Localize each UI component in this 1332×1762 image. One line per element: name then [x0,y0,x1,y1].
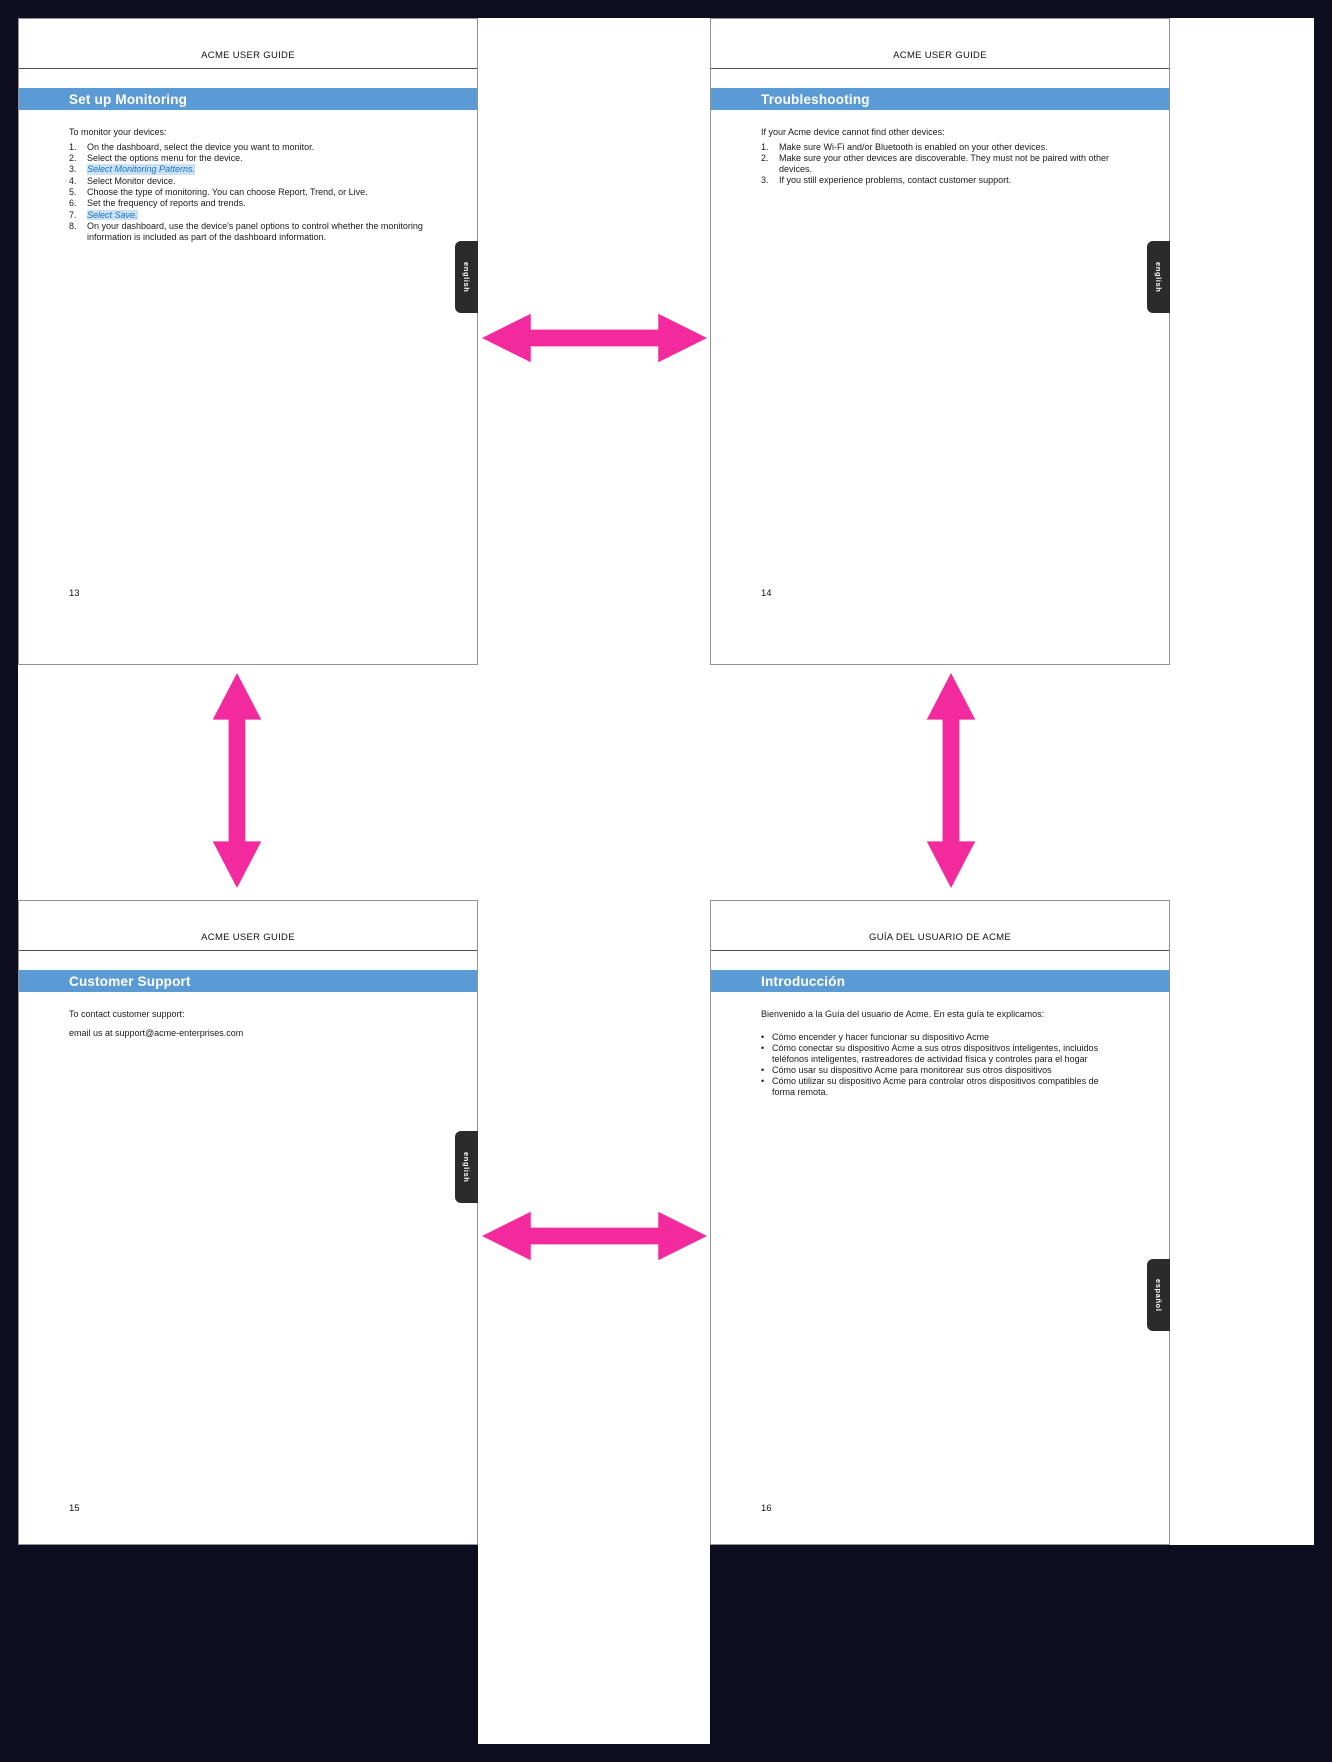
section-banner: Customer Support [19,970,477,992]
step-item: Make sure Wi-Fi and/or Bluetooth is enab… [761,142,1115,153]
section-title: Set up Monitoring [69,91,188,107]
step-item: Select Monitor device. [69,176,423,187]
bullet-text: Cómo usar su dispositivo Acme para monit… [772,1065,1052,1076]
support-intro-text: To contact customer support: [69,1009,185,1019]
running-header-text: ACME USER GUIDE [201,50,295,61]
page-body: To contact customer support: email us at… [19,992,477,1039]
page-13: ACME USER GUIDE Set up Monitoring To mon… [18,18,478,665]
step-text: Select the options menu for the device. [87,153,243,164]
section-title: Troubleshooting [761,91,870,107]
step-item: Make sure your other devices are discove… [761,153,1115,175]
gutter-strip [478,1545,710,1744]
running-header: ACME USER GUIDE [19,19,477,69]
step-item: Set the frequency of reports and trends. [69,198,423,209]
step-item: Select the options menu for the device. [69,153,423,164]
step-text: Set the frequency of reports and trends. [87,198,246,209]
step-text: On the dashboard, select the device you … [87,141,315,152]
language-tab-label: español [1154,1278,1163,1312]
running-header: GUÍA DEL USUARIO DE ACME [711,901,1169,951]
language-tab-english: english [1147,241,1170,313]
step-item: Select Save. [69,209,423,221]
page-number: 16 [761,1503,772,1514]
step-text: Make sure your other devices are discove… [779,153,1110,174]
intro-text: To monitor your devices: [69,127,167,137]
double-arrow-vertical-icon [926,673,976,888]
page-number: 13 [69,588,80,599]
double-arrow-horizontal-icon [482,313,707,363]
arrow-shape [926,673,976,888]
steps-list: On the dashboard, select the device you … [69,142,423,243]
bullet-item: Cómo usar su dispositivo Acme para monit… [761,1065,1115,1076]
steps-list: Make sure Wi-Fi and/or Bluetooth is enab… [761,142,1115,186]
arrow-shape [482,1211,707,1261]
running-header-text: ACME USER GUIDE [201,932,295,943]
language-tab-label: english [1154,261,1163,293]
page-14: ACME USER GUIDE Troubleshooting If your … [710,18,1170,665]
step-item: On the dashboard, select the device you … [69,142,423,153]
bullet-item: Cómo utilizar su dispositivo Acme para c… [761,1076,1115,1098]
intro-text: Bienvenido a la Guía del usuario de Acme… [761,1009,1045,1019]
link-save[interactable]: Select Save. [87,209,138,221]
arrow-shape [212,673,262,888]
language-tab-english: english [455,1131,478,1203]
bullet-item: Cómo encender y hacer funcionar su dispo… [761,1032,1115,1043]
page-body: If your Acme device cannot find other de… [711,110,1169,186]
section-banner: Set up Monitoring [19,88,477,110]
bullet-list: Cómo encender y hacer funcionar su dispo… [761,1032,1115,1098]
step-item: Choose the type of monitoring. You can c… [69,187,423,198]
bullet-text: Cómo utilizar su dispositivo Acme para c… [772,1076,1099,1098]
step-item: On your dashboard, use the device's pane… [69,221,423,243]
double-arrow-vertical-icon [212,673,262,888]
step-text: If you still experience problems, contac… [779,175,1012,186]
step-text: Make sure Wi-Fi and/or Bluetooth is enab… [779,141,1048,152]
step-item: If you still experience problems, contac… [761,175,1115,186]
step-item: Select Monitoring Patterns. [69,164,423,176]
step-text: Choose the type of monitoring. You can c… [87,186,368,197]
link-monitoring-patterns[interactable]: Select Monitoring Patterns. [87,164,196,176]
section-banner: Introducción [711,970,1169,992]
running-header-text: GUÍA DEL USUARIO DE ACME [869,932,1011,943]
running-header-text: ACME USER GUIDE [893,50,987,61]
section-title: Introducción [761,973,846,989]
step-text: Select Monitor device. [87,175,176,186]
double-arrow-horizontal-icon [482,1211,707,1261]
language-tab-label: english [462,1151,471,1183]
support-email-text: email us at support@acme-enterprises.com [69,1027,244,1038]
page-number: 14 [761,588,772,599]
section-banner: Troubleshooting [711,88,1169,110]
bullet-text: Cómo encender y hacer funcionar su dispo… [772,1031,990,1042]
step-text: On your dashboard, use the device's pane… [87,220,423,242]
page-body: Bienvenido a la Guía del usuario de Acme… [711,992,1169,1098]
arrow-shape [482,313,707,363]
language-tab-label: english [462,261,471,293]
language-tab-espanol: español [1147,1259,1170,1331]
section-title: Customer Support [69,973,191,989]
running-header: ACME USER GUIDE [711,19,1169,69]
page-number: 15 [69,1503,80,1514]
intro-text: If your Acme device cannot find other de… [761,127,945,137]
language-tab-english: english [455,241,478,313]
page-15: ACME USER GUIDE Customer Support To cont… [18,900,478,1545]
bullet-item: Cómo conectar su dispositivo Acme a sus … [761,1043,1115,1065]
bullet-text: Cómo conectar su dispositivo Acme a sus … [772,1043,1099,1064]
page-16: GUÍA DEL USUARIO DE ACME Introducción Bi… [710,900,1170,1545]
page-body: To monitor your devices: On the dashboar… [19,110,477,242]
running-header: ACME USER GUIDE [19,901,477,951]
